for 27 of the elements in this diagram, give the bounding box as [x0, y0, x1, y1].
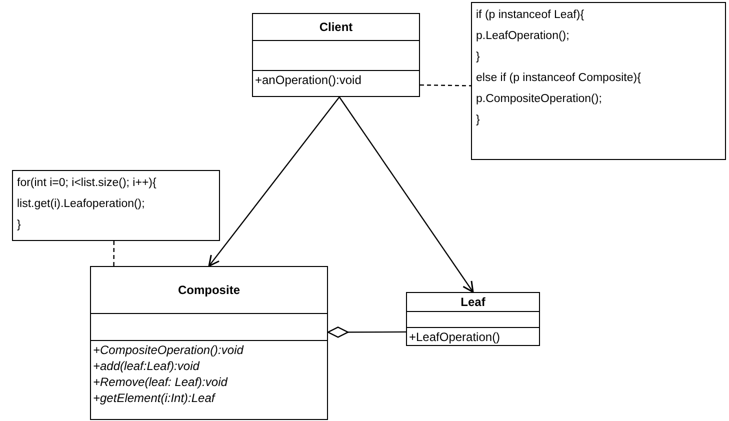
method-text: +getElement(i:Int):Leaf — [93, 390, 217, 406]
code-line: list.get(i).Leafoperation(); — [17, 197, 146, 212]
code-line: p.LeafOperation(); — [476, 29, 570, 44]
class-box — [90, 266, 328, 420]
code-line: } — [476, 50, 481, 65]
dashed-connector — [113, 241, 115, 266]
method-text: +LeafOperation() — [409, 329, 502, 345]
code-line: } — [17, 218, 22, 233]
arrow — [338, 96, 474, 293]
method-text: +Remove(leaf: Leaf):void — [93, 374, 229, 390]
method-text: +anOperation():void — [255, 72, 362, 88]
class-name: Leaf — [460, 296, 486, 308]
arrow — [208, 96, 340, 267]
code-line: p.CompositeOperation(); — [476, 92, 603, 107]
note-box — [12, 170, 220, 241]
method-text: +add(leaf:Leaf):void — [93, 358, 201, 374]
code-line: } — [476, 113, 481, 128]
class-box — [252, 13, 420, 97]
note-box — [471, 2, 726, 160]
class-name: Client — [319, 21, 353, 33]
method-text: +CompositeOperation():void — [93, 342, 245, 358]
class-name: Composite — [178, 284, 240, 296]
code-line: else if (p instanceof Composite){ — [476, 71, 642, 86]
dashed-connector — [420, 84, 471, 86]
code-line: if (p instanceof Leaf){ — [476, 8, 586, 23]
class-box — [406, 292, 540, 346]
code-line: for(int i=0; i<list.size(); i++){ — [17, 176, 158, 191]
